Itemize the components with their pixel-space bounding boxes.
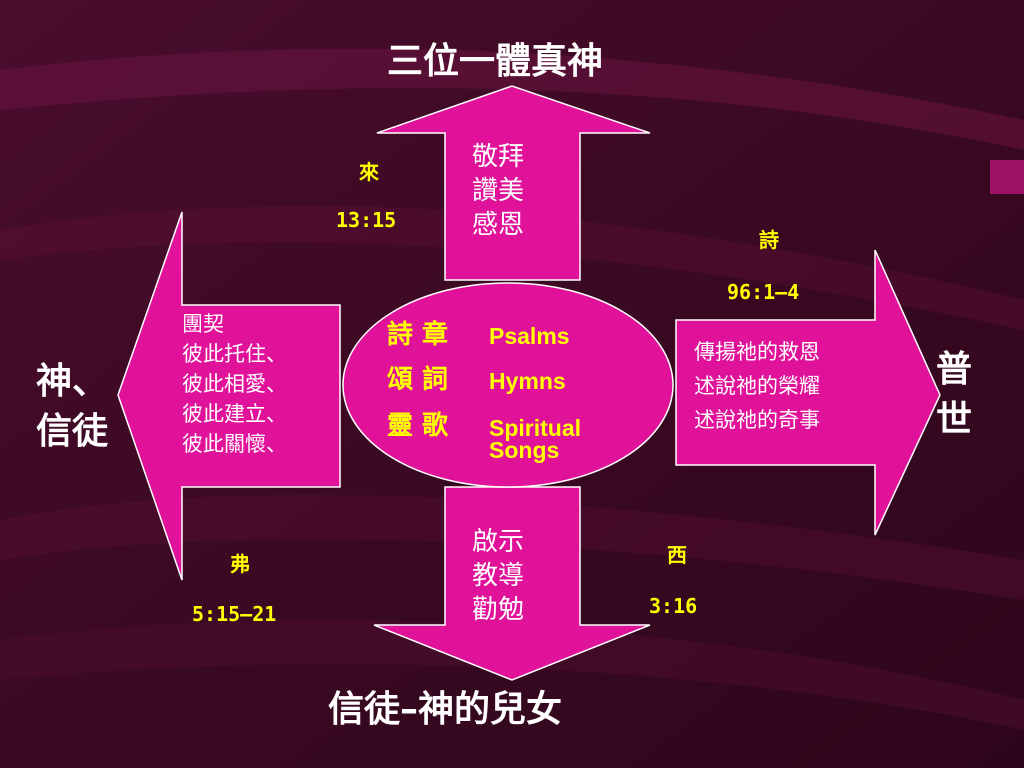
center-item-psalms-zh: 詩 章 bbox=[387, 320, 449, 350]
left-title: 神、 信徒 bbox=[36, 361, 109, 452]
up-arrow bbox=[376, 85, 651, 281]
left-ref-verse: 5:15–21 bbox=[192, 602, 277, 626]
right-ref-book: 詩 bbox=[759, 228, 779, 252]
left-box-text: 團契 彼此托住、 彼此相愛、 彼此建立、 彼此關懷、 bbox=[182, 312, 287, 456]
left-arrow bbox=[117, 211, 341, 581]
top-ref-book: 來 bbox=[359, 160, 379, 184]
right-ref-verse: 96:1–4 bbox=[727, 280, 800, 304]
center-item-songs-en: Spiritual Songs bbox=[489, 415, 582, 463]
bottom-ref-book: 西 bbox=[667, 543, 687, 567]
center-item-psalms-en: Psalms bbox=[489, 323, 570, 349]
left-ref-book: 弗 bbox=[230, 552, 250, 576]
right-arrow bbox=[675, 249, 941, 536]
right-title: 普 世 bbox=[936, 349, 973, 440]
bottom-arrow-text: 啟示 教導 勸勉 bbox=[472, 527, 525, 625]
bottom-title: 信徒–神的兒女 bbox=[328, 689, 563, 730]
right-box-text: 傳揚祂的救恩 述說祂的榮耀 述說祂的奇事 bbox=[694, 340, 820, 432]
top-ref-verse: 13:15 bbox=[336, 208, 397, 232]
bottom-ref-verse: 3:16 bbox=[649, 594, 698, 618]
center-item-hymns-zh: 頌 詞 bbox=[387, 365, 449, 395]
center-item-hymns-en: Hymns bbox=[489, 368, 566, 394]
top-title: 三位一體真神 bbox=[387, 41, 604, 82]
center-ellipse bbox=[342, 282, 674, 488]
center-item-songs-zh: 靈 歌 bbox=[387, 411, 449, 441]
top-arrow-text: 敬拜 讚美 感恩 bbox=[472, 142, 525, 240]
down-arrow bbox=[373, 486, 651, 681]
